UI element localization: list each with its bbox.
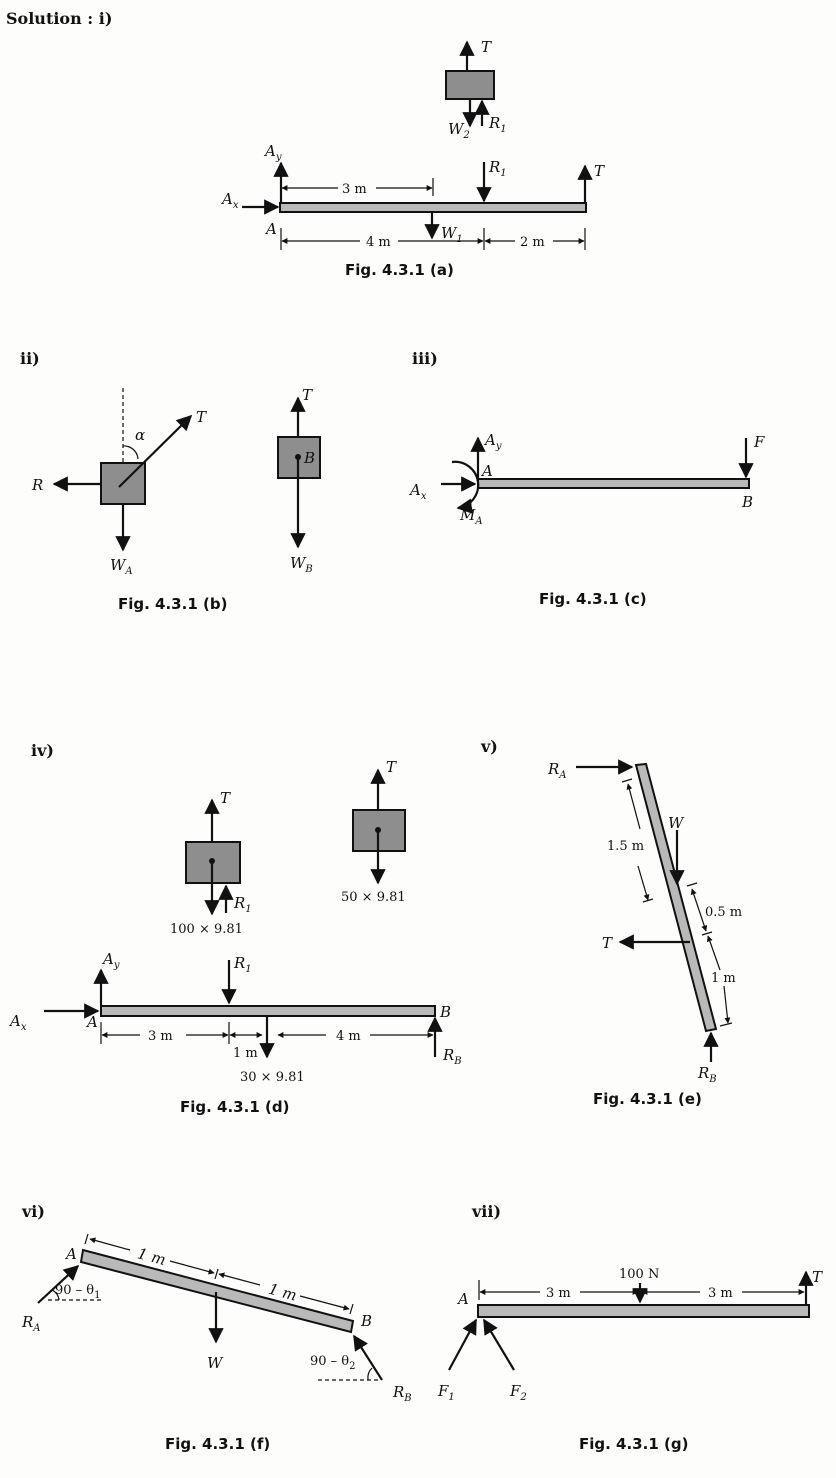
- fig-e-dim-0.5m: 0.5 m: [705, 905, 742, 920]
- fig-e-W-label: W: [668, 814, 685, 832]
- fig-b: α T R WA B T WB Fig. 4.3.1 (b): [31, 386, 321, 613]
- fig-a-block-T-label: T: [481, 38, 492, 56]
- section-iii: iii): [412, 349, 438, 368]
- fig-b-WA-label: WA: [110, 556, 133, 577]
- fig-f-angle1-label: 90 – θ1: [55, 1283, 101, 1301]
- fig-g-A-label: A: [456, 1290, 469, 1308]
- fig-d-R1-block-label: R1: [233, 894, 252, 915]
- fig-d-dim-1m: 1 m: [233, 1046, 258, 1061]
- fig-g-F1-label: F1: [437, 1382, 455, 1403]
- fig-g-F1-arrow: [448, 1318, 477, 1371]
- fig-f-RB-label: RB: [392, 1383, 412, 1404]
- fig-g-caption: Fig. 4.3.1 (g): [579, 1435, 688, 1453]
- section-iv: iv): [31, 741, 54, 760]
- fig-e-RB-label: RB: [697, 1064, 717, 1085]
- fig-a-caption: Fig. 4.3.1 (a): [345, 261, 454, 279]
- fig-g-F2-arrow: [483, 1318, 515, 1371]
- fig-c-B-label: B: [741, 493, 753, 511]
- fig-b-R-label: R: [31, 476, 43, 494]
- fig-g-load-label: 100 N: [619, 1267, 659, 1282]
- fig-g: 100 N T A 3 m 3 m F1 F2 Fig. 4.3.1 (g): [437, 1267, 823, 1453]
- fig-f-RB-arrow: [353, 1334, 383, 1381]
- fig-c-Ay-label: Ay: [483, 431, 502, 452]
- fig-f-W-label: W: [207, 1354, 224, 1372]
- fig-d-w100-label: 100 × 9.81: [170, 922, 243, 937]
- fig-g-dim-3m-left: 3 m: [546, 1286, 571, 1301]
- fig-b-B-label: B: [303, 449, 315, 467]
- fig-c-MA-label: MA: [459, 506, 483, 527]
- fig-e: RA W T RB 1.5 m 0.5 m 1 m Fig. 4.3.1 (e): [547, 759, 742, 1108]
- fig-f-B-label: B: [360, 1312, 372, 1330]
- fig-b-alpha-arc: [122, 445, 139, 460]
- fig-a-R1-block-label: R1: [488, 114, 507, 135]
- fig-d: T R1 100 × 9.81 T 50 × 9.81 Ay R1 Ax A B…: [8, 758, 462, 1116]
- fig-e-RA-label: RA: [547, 760, 567, 781]
- fig-d-dim-4m: 4 m: [336, 1029, 361, 1044]
- fig-c-F-label: F: [753, 433, 765, 451]
- section-ii: ii): [20, 349, 40, 368]
- fig-d-T-left-label: T: [220, 789, 231, 807]
- fig-c: Ay A Ax MA F B Fig. 4.3.1 (c): [408, 431, 765, 608]
- fig-e-dim-1m: 1 m: [711, 971, 736, 986]
- fig-g-T-label: T: [812, 1268, 823, 1286]
- fig-f-RA-arrow: [37, 1264, 80, 1304]
- fig-d-caption: Fig. 4.3.1 (d): [180, 1098, 289, 1116]
- fig-c-Ax-label: Ax: [408, 481, 427, 502]
- fig-b-T-left-label: T: [196, 408, 207, 426]
- fig-a-W2-label: W2: [448, 120, 470, 141]
- fig-e-caption: Fig. 4.3.1 (e): [593, 1090, 702, 1108]
- fig-c-A-label: A: [480, 462, 493, 480]
- fig-f-rod: [79, 1248, 355, 1334]
- fig-b-alpha-label: α: [135, 426, 145, 444]
- fig-d-B-label: B: [439, 1003, 451, 1021]
- fig-d-w50-label: 50 × 9.81: [341, 890, 406, 905]
- fig-d-RB-label: RB: [442, 1046, 462, 1067]
- fig-d-dim-3m: 3 m: [148, 1029, 173, 1044]
- fig-a-dim-3m: 3 m: [342, 182, 367, 197]
- section-vii: vii): [471, 1202, 501, 1221]
- fig-g-F2-label: F2: [509, 1382, 527, 1403]
- fig-b-WB-label: WB: [290, 554, 313, 575]
- fig-f-RA-label: RA: [21, 1313, 41, 1334]
- section-vi: vi): [21, 1202, 45, 1221]
- fig-f-A-label: A: [64, 1245, 77, 1263]
- fig-d-A-label: A: [85, 1013, 98, 1031]
- fig-a-W1-label: W1: [441, 224, 463, 245]
- fig-f-angle2-label: 90 – θ2: [310, 1354, 356, 1372]
- fig-a-dim-2m: 2 m: [520, 235, 545, 250]
- fig-a-block: [445, 70, 495, 100]
- fig-a-beam: [279, 202, 587, 213]
- fig-c-beam: [477, 478, 750, 489]
- fig-d-Ax-label: Ax: [8, 1012, 27, 1033]
- fig-a-A-label: A: [264, 220, 277, 238]
- fig-e-T-label: T: [602, 934, 613, 952]
- fig-c-caption: Fig. 4.3.1 (c): [539, 590, 647, 608]
- fig-a-Ay-label: Ay: [263, 142, 282, 163]
- fig-e-dim-1.5m: 1.5 m: [607, 839, 644, 854]
- fig-c-moment-arrow: [451, 460, 480, 514]
- fig-d-beam: [100, 1005, 436, 1017]
- solution-heading: Solution : i): [6, 9, 112, 28]
- fig-f-caption: Fig. 4.3.1 (f): [165, 1435, 270, 1453]
- fig-d-T-right-label: T: [386, 758, 397, 776]
- section-v: v): [480, 737, 498, 756]
- fig-d-w30-label: 30 × 9.81: [240, 1070, 305, 1085]
- fig-b-tension-arrow-left: [118, 414, 193, 488]
- fig-a-Ax-label: Ax: [220, 190, 239, 211]
- fig-b-caption: Fig. 4.3.1 (b): [118, 595, 227, 613]
- fig-f: A B 90 – θ1 RA W 90 – θ2 RB 1 m 1 m Fig.…: [21, 1233, 412, 1453]
- fig-a-T-beam-label: T: [594, 162, 605, 180]
- fig-g-beam: [477, 1304, 810, 1318]
- fig-a-R1-beam-label: R1: [488, 158, 507, 179]
- fig-e-rod: [634, 762, 718, 1033]
- fig-a: T W2 R1 Ay Ax A R1 T W1 3 m 4 m 2 m Fig.…: [220, 38, 605, 279]
- fig-d-Ay-label: Ay: [101, 950, 120, 971]
- fig-b-T-right-label: T: [302, 386, 313, 404]
- fig-d-R1-beam-label: R1: [233, 954, 252, 975]
- fig-g-dim-3m-right: 3 m: [708, 1286, 733, 1301]
- fig-a-dim-4m: 4 m: [366, 235, 391, 250]
